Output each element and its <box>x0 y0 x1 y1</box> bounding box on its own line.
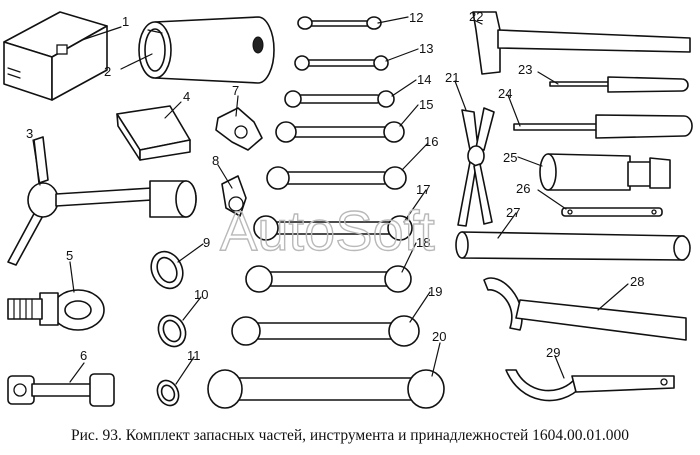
callout-5: 5 <box>66 248 73 263</box>
callout-24: 24 <box>498 86 512 101</box>
callout-6: 6 <box>80 348 87 363</box>
callout-11: 11 <box>187 348 201 363</box>
part-14-wrench <box>284 90 395 108</box>
part-25-grease-gun <box>539 153 671 191</box>
callout-8: 8 <box>212 153 219 168</box>
part-22-hammer <box>472 11 691 75</box>
figure-caption: Рис. 93. Комплект запасных частей, инстр… <box>70 427 630 444</box>
part-23-screwdriver <box>549 76 689 93</box>
part-17-wrench <box>253 215 413 241</box>
part-28-hook-spanner <box>483 277 687 341</box>
callout-7: 7 <box>232 83 239 98</box>
callout-23: 23 <box>518 62 532 77</box>
callout-19: 19 <box>428 284 442 299</box>
part-5-eye-bolt <box>7 289 105 331</box>
part-15-wrench <box>275 121 405 143</box>
callout-22: 22 <box>469 9 483 24</box>
callout-28: 28 <box>630 274 644 289</box>
part-9-washer <box>150 250 184 290</box>
part-20-wrench <box>207 369 445 409</box>
part-16-wrench <box>266 166 407 190</box>
callout-3: 3 <box>26 126 33 141</box>
callout-16: 16 <box>424 134 438 149</box>
callout-1: 1 <box>122 14 129 29</box>
part-11-washer <box>156 379 180 407</box>
callout-12: 12 <box>409 10 423 25</box>
callout-25: 25 <box>503 150 517 165</box>
part-29-hook-spanner <box>505 369 675 402</box>
part-2-tube <box>138 16 275 84</box>
watermark: AutoSoft <box>220 199 435 262</box>
callout-15: 15 <box>419 97 433 112</box>
part-8-small-plate <box>221 175 247 217</box>
callout-10: 10 <box>194 287 208 302</box>
part-12-wrench <box>297 16 382 30</box>
part-4-pouch <box>116 105 191 161</box>
callout-20: 20 <box>432 329 446 344</box>
callout-17: 17 <box>416 182 430 197</box>
part-24-screwdriver <box>513 114 693 139</box>
callout-numbers: 1 2 3 4 7 8 9 10 11 5 6 12 13 14 15 16 1… <box>26 9 644 363</box>
callout-21: 21 <box>445 70 459 85</box>
part-10-washer <box>157 314 187 348</box>
callout-9: 9 <box>203 235 210 250</box>
part-1-toolbox <box>3 11 108 101</box>
part-26-rod <box>561 207 663 217</box>
callout-14: 14 <box>417 72 431 87</box>
callout-18: 18 <box>416 235 430 250</box>
part-18-wrench <box>245 265 412 293</box>
callout-26: 26 <box>516 181 530 196</box>
part-19-wrench <box>231 315 420 347</box>
callout-29: 29 <box>546 345 560 360</box>
part-3-t-wrench <box>7 136 197 266</box>
part-13-wrench <box>294 55 389 71</box>
part-6-socket-extension <box>7 373 115 407</box>
callout-4: 4 <box>183 89 190 104</box>
callout-2: 2 <box>104 64 111 79</box>
part-21-pliers <box>457 107 495 227</box>
callout-13: 13 <box>419 41 433 56</box>
callout-27: 27 <box>506 205 520 220</box>
part-7-lock-plate <box>215 107 263 151</box>
callout-leaders <box>32 16 629 385</box>
part-27-bar <box>455 231 691 261</box>
